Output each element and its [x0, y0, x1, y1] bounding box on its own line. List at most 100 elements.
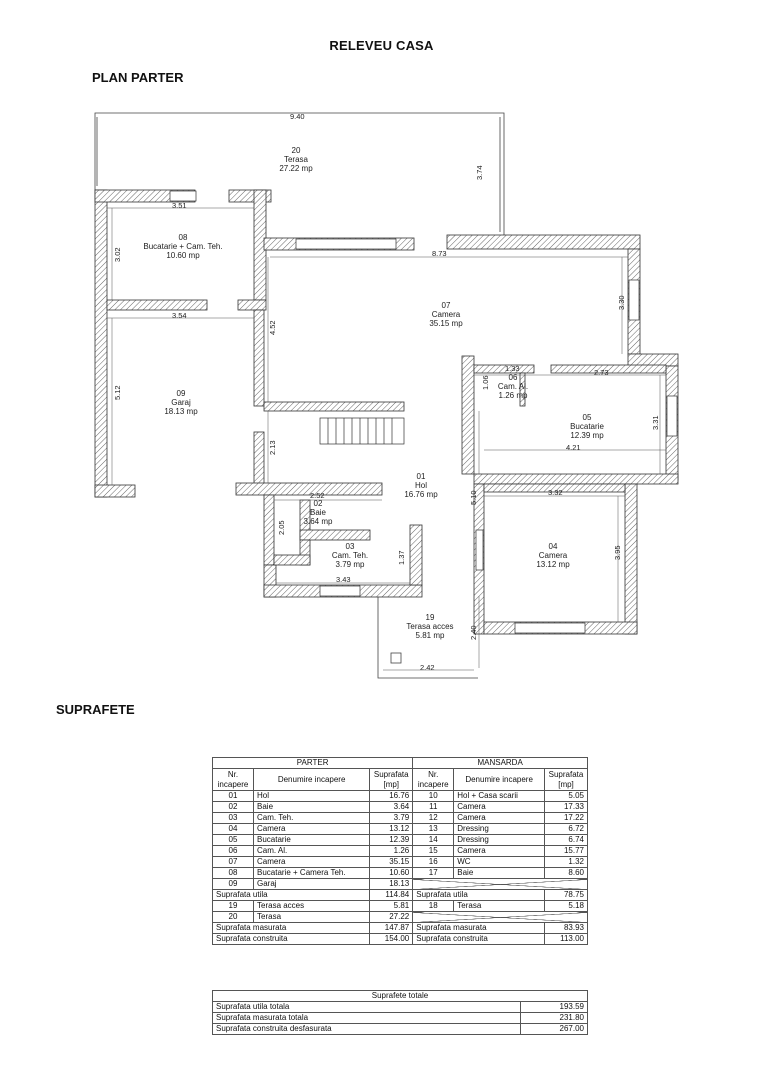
plan-text: 02: [314, 499, 323, 508]
plan-text: 2.73: [594, 368, 609, 377]
plan-text: 2.40: [469, 625, 478, 640]
table-cell: 10: [412, 790, 455, 802]
room-name: Terasa: [284, 155, 309, 164]
plan-text: 4.21: [566, 443, 581, 452]
table-cell: Terasa: [453, 900, 545, 912]
plan-text: 3.30: [617, 295, 626, 310]
plan-text: 04: [549, 542, 558, 551]
totals-header: Suprafete totale: [212, 990, 588, 1002]
mansarda-header: MANSARDA: [412, 757, 588, 769]
plan-text: 08: [179, 233, 188, 242]
table-cell: 5.05: [544, 790, 588, 802]
windows: [169, 190, 678, 634]
table-cell: Cam. Al.: [252, 845, 371, 857]
table-cell: Denumire incapere: [453, 768, 545, 791]
plan-text: 3.74: [475, 165, 484, 180]
plan-text: 10.60 mp: [166, 251, 200, 260]
table-cell: Camera: [252, 856, 371, 868]
table-cell: Hol + Casa scarii: [453, 790, 545, 802]
table-cell: 147.87: [369, 922, 414, 934]
plan-text: 19: [426, 613, 435, 622]
table-cell: Suprafata [mp]: [369, 768, 414, 791]
table-cell: Suprafata utila totala: [212, 1001, 521, 1013]
staircase: [319, 417, 405, 445]
table-cell: Dressing: [453, 834, 545, 846]
table-cell: 6.74: [544, 834, 588, 846]
table-cell: Bucatarie + Camera Teh.: [252, 867, 371, 879]
table-cell: 17: [412, 867, 455, 879]
parter-header: PARTER: [211, 757, 414, 769]
table-cell: 19: [212, 900, 254, 912]
plan-text: 3.43: [336, 575, 351, 584]
table-cell: 3.64: [369, 801, 414, 813]
table-cell: Suprafata masurata: [211, 922, 371, 934]
plan-text: 4.52: [268, 320, 277, 335]
table-cell: 09: [212, 878, 254, 890]
table-cell: Hol: [252, 790, 371, 802]
plan-text: Bucatarie: [570, 422, 604, 431]
table-cell: 07: [212, 856, 254, 868]
table-cell: 17.33: [544, 801, 588, 813]
table-cell: WC: [453, 856, 545, 868]
table-cell: 12.39: [369, 834, 414, 846]
table-cell: 11: [412, 801, 455, 813]
table-cell: 14: [412, 834, 455, 846]
table-cell: Suprafata utila: [412, 889, 545, 901]
table-cell: Terasa: [252, 911, 371, 923]
table-cell: Suprafata masurata totala: [212, 1012, 521, 1024]
plan-text: 03: [346, 542, 355, 551]
table-cell: 15.77: [544, 845, 588, 857]
table-cell: 12: [412, 812, 455, 824]
plan-text: 3.64 mp: [304, 517, 333, 526]
table-cell: 16.76: [369, 790, 414, 802]
plan-text: 18.13 mp: [164, 407, 198, 416]
page-title: RELEVEU CASA: [329, 38, 434, 53]
table-cell: Camera: [252, 823, 371, 835]
table-cell: 1.32: [544, 856, 588, 868]
plan-text: Camera: [432, 310, 461, 319]
plan-text: 07: [442, 301, 451, 310]
table-cell: 04: [212, 823, 254, 835]
table-cell: 113.00: [544, 933, 588, 945]
plan-text: 05: [583, 413, 592, 422]
table-cell: 78.75: [544, 889, 588, 901]
plan-text: 3.51: [172, 201, 187, 210]
room-area: 27.22 mp: [279, 164, 313, 173]
crossed-cell: [412, 878, 588, 890]
table-cell: 1.26: [369, 845, 414, 857]
plan-text: 9.40: [290, 112, 305, 121]
dimension-texts: 9.40 3.74 3.51 3.02 8.73 3.30 3.54 4.52 …: [113, 112, 660, 672]
table-cell: Baie: [453, 867, 545, 879]
plan-text: 06: [509, 373, 518, 382]
table-cell: 3.79: [369, 812, 414, 824]
plan-text: 1.33: [505, 364, 520, 373]
table-cell: Nr. incapere: [212, 768, 254, 791]
table-cell: Camera: [453, 845, 545, 857]
table-cell: 13.12: [369, 823, 414, 835]
surfaces-table: PARTER MANSARDA Nr. incapere Denumire in…: [211, 757, 588, 945]
table-cell: 02: [212, 801, 254, 813]
plan-text: 12.39 mp: [570, 431, 604, 440]
table-cell: 08: [212, 867, 254, 879]
table-cell: Camera: [453, 812, 545, 824]
terrace-outline: [94, 112, 505, 235]
plan-text: Hol: [415, 481, 427, 490]
table-cell: Suprafata construita: [412, 933, 545, 945]
plan-text: 3.31: [651, 415, 660, 430]
table-cell: Nr. incapere: [412, 768, 455, 791]
table-cell: 5.81: [369, 900, 414, 912]
table-cell: Dressing: [453, 823, 545, 835]
table-cell: Suprafata utila: [211, 889, 371, 901]
table-cell: 13: [412, 823, 455, 835]
table-cell: 27.22: [369, 911, 414, 923]
